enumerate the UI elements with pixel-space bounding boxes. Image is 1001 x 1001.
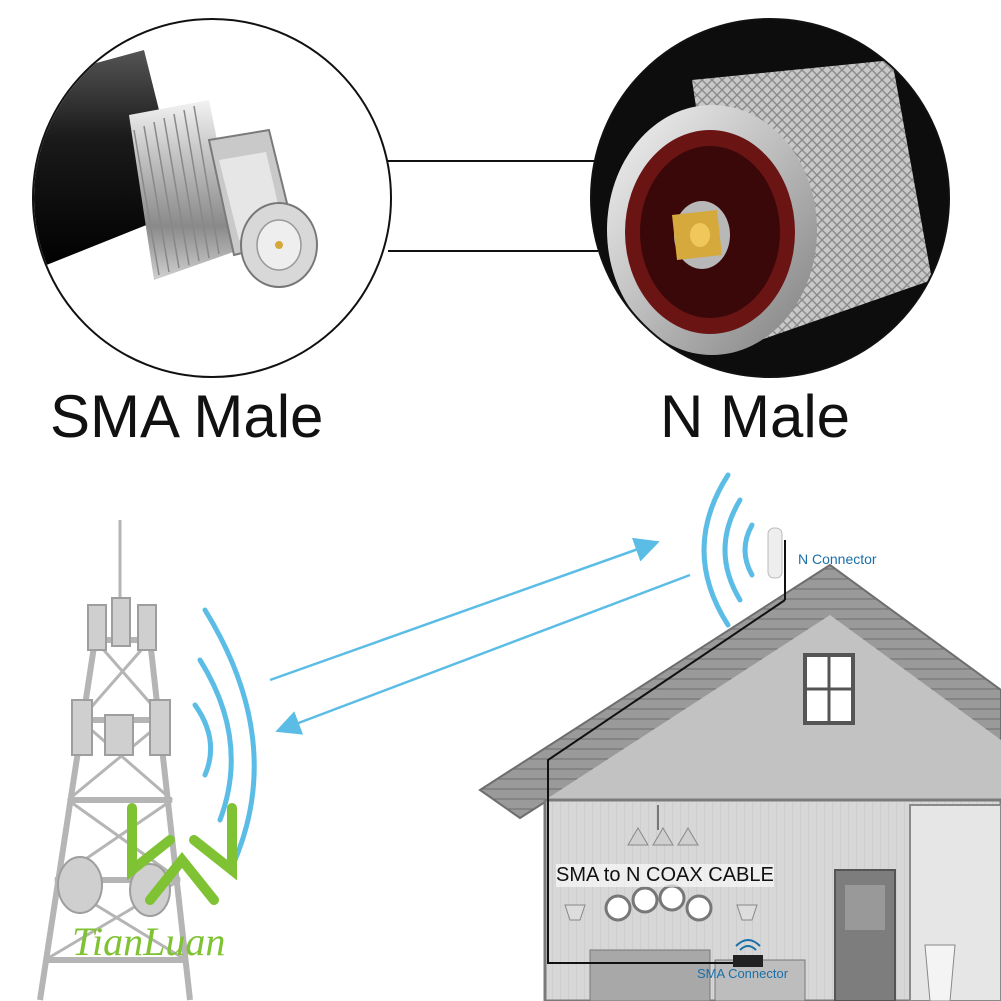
callout-line-top bbox=[388, 160, 598, 162]
coax-cable-label: SMA to N COAX CABLE bbox=[556, 864, 774, 887]
sma-connector-label: SMA Connector bbox=[697, 966, 789, 981]
house-signal-waves bbox=[701, 472, 755, 628]
tower-antenna-panels bbox=[57, 597, 171, 917]
signal-arrows bbox=[269, 537, 691, 735]
callout-line-bottom bbox=[388, 250, 598, 252]
router-icon bbox=[733, 939, 763, 967]
coax-cable-route bbox=[547, 540, 786, 964]
tower-signal-waves bbox=[192, 607, 257, 863]
house-antenna bbox=[767, 527, 783, 579]
brand-name: TianLuan bbox=[72, 919, 226, 964]
brand-logo-icon bbox=[127, 803, 237, 905]
sma-male-label: SMA Male bbox=[50, 383, 324, 450]
sma-connector-illustration bbox=[34, 50, 318, 288]
n-connector-label: N Connector bbox=[798, 551, 877, 567]
sma-male-closeup bbox=[32, 18, 392, 378]
n-male-label: N Male bbox=[660, 383, 851, 450]
n-male-closeup bbox=[590, 18, 950, 378]
n-connector-illustration bbox=[592, 20, 948, 376]
house bbox=[478, 563, 1001, 1001]
